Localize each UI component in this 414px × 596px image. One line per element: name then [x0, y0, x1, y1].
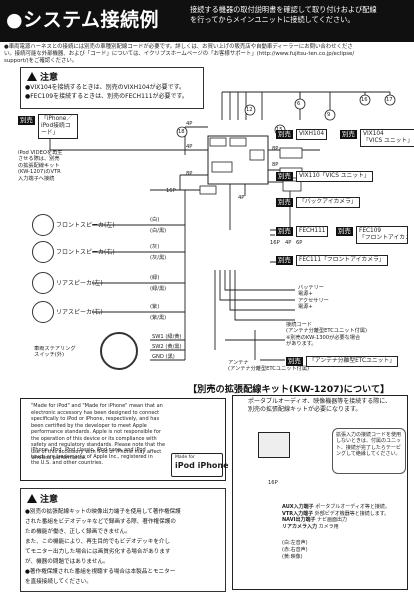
speaker-wire: (緑/黒) — [150, 286, 167, 292]
made-for-ipod-badge: Made for iPod iPhone — [171, 453, 229, 477]
vix104-label: VIX104 「VICS ユニット」 — [360, 129, 414, 147]
ipod-video-note: iPod VIDEOを再生 させる際は、別売 の拡張配線キット (KW-1207… — [18, 150, 63, 182]
header-subtitle-line: を行ってからメインユニットに接続してください。 — [190, 15, 355, 24]
connector-8p: 8P — [272, 162, 279, 168]
kit-rows: AUX入力端子 ポータブルオーディオ等と接続。 VTR入力端子 外部ビデオ機器等… — [282, 504, 390, 530]
kit-box — [232, 395, 408, 590]
connector-8p: 8P — [272, 146, 279, 152]
caution-box-copyright: 注意 ●別売の拡張配線キットの映像出力端子を使用して著作権保護 された番組をビデ… — [20, 488, 226, 592]
speaker-wire: (白/黒) — [150, 228, 167, 234]
speaker-wire: (白) — [150, 217, 160, 223]
speaker-wire: (紫/黒) — [150, 315, 167, 321]
speaker-icon — [32, 214, 54, 236]
antenna-label: アンテナ (アンテナ分離型ETCユニット付属) — [228, 360, 310, 373]
vix104-tag: 別売 — [340, 130, 357, 139]
ipod-tag: 別売 — [18, 116, 35, 125]
header-subtitle: 接続する機器の取付説明書を確認して取り付けおよび配線 を行ってからメインユニット… — [190, 5, 408, 25]
steering-label: 車両ステアリング スイッチ(外) — [34, 346, 76, 359]
fec111-tag: 別売 — [276, 256, 293, 265]
ipod-notice-text: "Made for iPod" and "Made for iPhone" me… — [31, 403, 166, 461]
kit-unit-icon — [258, 432, 290, 458]
power-lines: バッテリー 電源+ アクセサリー 電源+ — [298, 285, 329, 311]
intro-line: support/)をご確認ください。 — [4, 58, 78, 65]
kit-intro: ポータブルオーディオ、映像機器等を接続する際に、 別売の拡張配線キットが必要にな… — [248, 398, 392, 413]
warning-icon — [27, 72, 37, 81]
vixh104-tag: 別売 — [276, 130, 293, 139]
speaker-icon — [32, 272, 54, 294]
connector-4p: 4P — [285, 240, 292, 246]
circle-number: 6 — [297, 101, 301, 107]
ipod-trademark-text: iPhone, iPod, iPod classic, iPod nano, a… — [31, 447, 153, 466]
caution-lines: ●別売の拡張配線キットの映像出力端子を使用して著作権保護 された番組をビデオデッ… — [25, 509, 181, 585]
steering-wire-gnd: GND (黒) — [152, 354, 175, 360]
parking-note: 接続コード (アンテナ分離型ETCユニット付属) ※別売のKW-1300が必要な… — [286, 322, 368, 348]
ipod-cable-label: 「iPhone／iPod接続コード」 — [38, 114, 78, 139]
connector-4p: 4P — [186, 121, 193, 127]
intro-line: い。接続可能な外部機器、および「コード」については、イクリプスホームページの「お… — [4, 51, 355, 58]
backeye-camera-label: 「バックアイカメラ」 — [296, 197, 360, 208]
page-title: ●システム接続例 — [6, 9, 160, 31]
fech111-tag: 別売 — [276, 227, 293, 236]
speaker-wire: (紫) — [150, 304, 160, 310]
circle-number: 9 — [327, 112, 331, 118]
kit-wires: (白:左音声) (赤:右音声) (黄:映像) — [282, 540, 308, 560]
kit-title: 【別売の拡張配線キット(KW-1207)について】 — [188, 384, 390, 395]
steering-wire-sw2: SW2 (黄/黒) — [152, 344, 182, 350]
circle-number: 12 — [246, 107, 253, 113]
caution-line: ●VIX104を接続するときは、別売のVIXH104が必要です。 — [25, 84, 186, 91]
connector-4p: 4P — [238, 195, 245, 201]
header-subtitle-line: 接続する機器の取付説明書を確認して取り付けおよび配線 — [190, 5, 377, 14]
vix110-label: VIX110「VICS ユニット」 — [296, 171, 373, 182]
circle-number: 17 — [386, 97, 393, 103]
speaker-wire: (灰) — [150, 244, 160, 250]
connector-16p: 16P — [166, 188, 176, 194]
caution-line: ●FEC109を接続するときは、別売のFECH111が必要です。 — [25, 92, 188, 100]
speaker-icon — [32, 301, 54, 323]
vix110-tag: 別売 — [276, 172, 293, 181]
steering-wheel-icon — [100, 332, 138, 370]
fec111-label: FEC111「フロントアイカメラ」 — [296, 255, 388, 266]
circle-number: 18 — [178, 129, 185, 135]
speaker-label: フロントスピーカ(右) — [56, 249, 115, 256]
speaker-label: リアスピーカ(左) — [56, 280, 103, 287]
caution-lines: ●VIX104を接続するときは、別売のVIXH104が必要です。 ●FEC109… — [25, 84, 188, 102]
connector-8p: 8P — [186, 171, 193, 177]
header-banner: ●システム接続例 接続する機器の取付説明書を確認して取り付けおよび配線 を行って… — [0, 0, 414, 42]
warning-icon — [27, 494, 37, 503]
intro-line: ●車両電源ハーネスとの接続には別売の車種別配線コードが必要です。詳しくは、お買い… — [4, 44, 353, 50]
etc-tag: 別売 — [286, 357, 303, 366]
etc-unit-label: 「アンテナ分離型ETCユニット」 — [306, 356, 399, 367]
circle-number: 16 — [361, 97, 368, 103]
speaker-label: リアスピーカ(右) — [56, 309, 103, 316]
speaker-label: フロントスピーカ(左) — [56, 222, 115, 229]
fec109-tag: 別売 — [336, 227, 353, 236]
speaker-icon — [32, 241, 54, 263]
fec109-label: FEC109 「フロントアイカメラ」 — [356, 226, 408, 244]
caution-heading: 注意 — [27, 492, 58, 505]
connector-6p: 6P — [296, 240, 303, 246]
kit-connector: 16P — [268, 480, 278, 486]
connector-16p: 16P — [270, 240, 280, 246]
intro-text: ●車両電源ハーネスとの接続には別売の車種別配線コードが必要です。詳しくは、お買い… — [4, 44, 410, 66]
speaker-wire: (灰/黒) — [150, 255, 167, 261]
camera-tag: 別売 — [276, 198, 293, 207]
caution-box-vix: 注意 ●VIX104を接続するときは、別売のVIXH104が必要です。 ●FEC… — [20, 67, 204, 109]
ipod-notice-box: "Made for iPod" and "Made for iPhone" me… — [20, 398, 229, 481]
steering-wire-sw1: SW1 (緑/黄) — [152, 334, 182, 340]
speaker-wire: (緑) — [150, 275, 160, 281]
caution-heading: 注意 — [27, 70, 58, 83]
kit-bubble-note: 拡張入力の接続コードを使用しないときは、付属のユニット、接続が完了したらテーピン… — [332, 428, 406, 474]
connector-4p: 4P — [186, 144, 193, 150]
vixh104-label: VIXH104 — [296, 129, 328, 140]
fech111-label: FECH111 — [296, 226, 329, 237]
